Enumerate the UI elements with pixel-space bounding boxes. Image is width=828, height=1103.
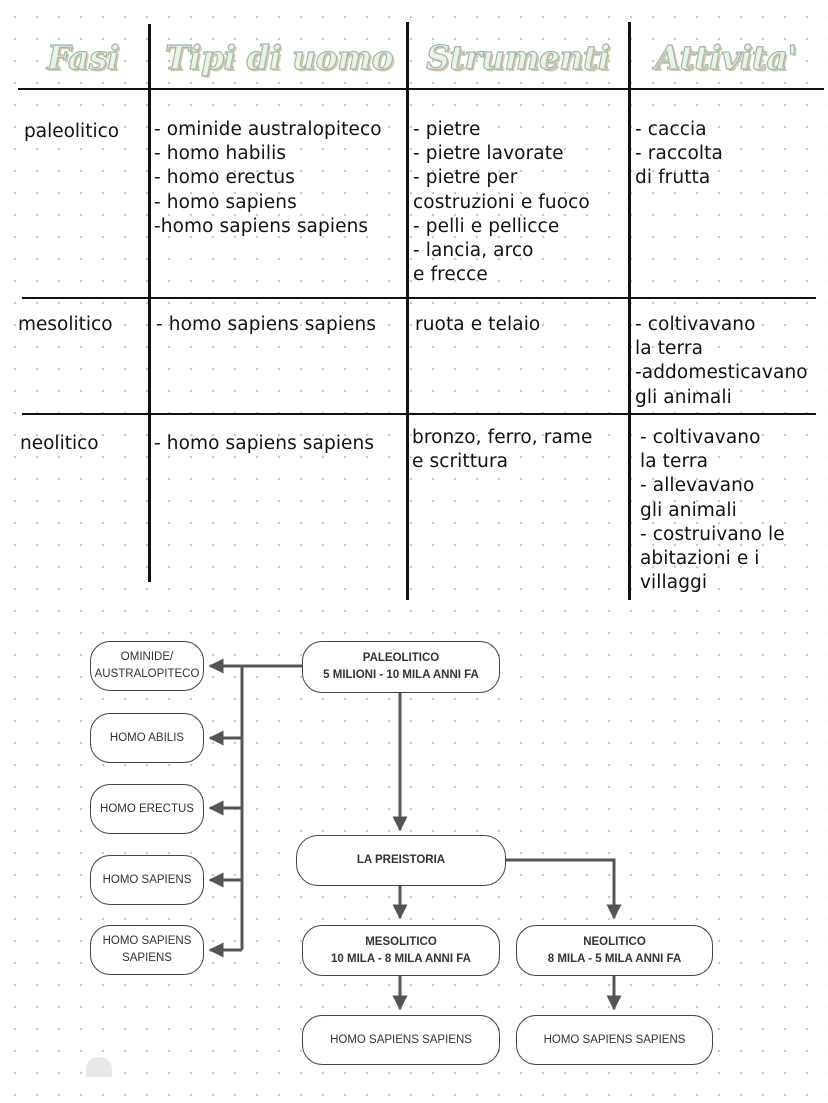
- table-divider-2: [406, 22, 409, 600]
- node-neolitico: NEOLITICO 8 MILA - 5 MILA ANNI FA: [516, 925, 713, 976]
- table-row-rule-1: [22, 297, 816, 299]
- cell-line: - homo sapiens sapiens: [154, 433, 375, 454]
- cell-line: - pietre: [413, 119, 481, 140]
- node-hss-line-1: HOMO SAPIENS: [102, 935, 192, 947]
- node-neolitico-title: NEOLITICO: [583, 935, 646, 948]
- cell-line: - homo sapiens: [154, 191, 297, 213]
- cell-line: - caccia: [635, 119, 707, 140]
- node-homo-abilis-label: HOMO ABILIS: [109, 731, 185, 744]
- node-mesolitico-title: MESOLITICO: [365, 935, 437, 948]
- cell-strumenti-mesolitico: ruota e telaio: [415, 313, 540, 337]
- cell-line: ruota e telaio: [415, 314, 541, 335]
- header-fasi: Fasi: [46, 37, 120, 77]
- node-preistoria-label: LA PREISTORIA: [356, 854, 446, 866]
- node-meso-homo-sapiens-sapiens: HOMO SAPIENS SAPIENS: [302, 1015, 500, 1065]
- node-mesolitico: MESOLITICO 10 MILA - 8 MILA ANNI FA: [302, 925, 500, 976]
- cell-strumenti-neolitico: bronzo, ferro, rame e scrittura: [412, 426, 592, 474]
- cell-line: - costruivano le: [640, 523, 785, 545]
- phase-neolitico: neolitico: [20, 433, 99, 454]
- cell-tipi-neolitico: - homo sapiens sapiens: [154, 432, 374, 456]
- cell-line: e frecce: [413, 264, 488, 286]
- cell-line: - coltivavano: [640, 427, 761, 448]
- node-paleolitico: PALEOLITICO 5 MILIONI - 10 MILA ANNI FA: [302, 641, 500, 693]
- cell-line: - allevavano: [640, 475, 755, 497]
- cell-line: villaggi: [640, 572, 708, 594]
- cell-line: la terra: [640, 451, 709, 473]
- cell-line: - coltivavano: [635, 314, 756, 335]
- cell-tipi-paleolitico: - ominide australopiteco- homo habilis- …: [154, 118, 382, 239]
- cell-line: -addomesticavano: [635, 362, 808, 384]
- cell-line: - raccolta: [635, 143, 723, 165]
- node-neo-homo-sapiens-sapiens: HOMO SAPIENS SAPIENS: [516, 1015, 713, 1065]
- node-homo-abilis: HOMO ABILIS: [90, 713, 204, 763]
- node-la-preistoria: LA PREISTORIA: [296, 835, 506, 886]
- header-tipi-di-uomo: Tipi di uomo: [164, 37, 394, 77]
- node-ominide-australopiteco: OMINIDE/ AUSTRALOPITECO: [90, 641, 204, 691]
- node-homo-sapiens: HOMO SAPIENS: [90, 855, 204, 905]
- cell-line: e scrittura: [412, 451, 509, 473]
- cell-line: gli animali: [635, 386, 732, 408]
- phase-mesolitico: mesolitico: [18, 314, 113, 335]
- cell-line: - pietre per: [413, 167, 518, 189]
- cell-line: abitazioni e i: [640, 548, 760, 570]
- cell-line: - homo habilis: [154, 143, 287, 165]
- header-strumenti: Strumenti: [426, 37, 611, 77]
- cell-line: - homo sapiens sapiens: [156, 314, 377, 335]
- node-paleolitico-dates: 5 MILIONI - 10 MILA ANNI FA: [323, 669, 479, 681]
- node-ominide-line-2: AUSTRALOPITECO: [94, 668, 200, 680]
- node-neolitico-dates: 8 MILA - 5 MILA ANNI FA: [547, 952, 682, 965]
- cell-line: - lancia, arco: [413, 240, 534, 262]
- arrow-to-neolitico: [506, 858, 622, 920]
- node-paleolitico-title: PALEOLITICO: [362, 652, 440, 664]
- node-homo-sapiens-label: HOMO SAPIENS: [102, 873, 192, 886]
- node-homo-erectus: HOMO ERECTUS: [90, 784, 204, 834]
- cell-line: - homo erectus: [154, 167, 295, 189]
- cell-tipi-mesolitico: - homo sapiens sapiens: [156, 313, 376, 337]
- node-homo-sapiens-sapiens: HOMO SAPIENS SAPIENS: [90, 925, 204, 975]
- cell-line: bronzo, ferro, rame: [412, 427, 593, 448]
- node-meso-child-label: HOMO SAPIENS SAPIENS: [330, 1033, 472, 1046]
- cell-line: - ominide australopiteco: [154, 119, 382, 140]
- node-ominide-line-1: OMINIDE/: [120, 651, 174, 663]
- node-mesolitico-dates: 10 MILA - 8 MILA ANNI FA: [331, 952, 471, 965]
- phase-paleolitico: paleolitico: [24, 121, 120, 142]
- cell-line: -homo sapiens sapiens: [154, 215, 369, 237]
- table-header-rule: [18, 88, 824, 90]
- table-row-rule-2: [22, 413, 816, 415]
- table-divider-1: [148, 24, 151, 582]
- node-hss-line-2: SAPIENS: [122, 952, 172, 964]
- cell-line: la terra: [635, 338, 704, 360]
- node-neo-child-label: HOMO SAPIENS SAPIENS: [543, 1033, 686, 1046]
- cell-line: - pelli e pellicce: [413, 215, 560, 237]
- node-homo-erectus-label: HOMO ERECTUS: [100, 802, 194, 815]
- cell-line: gli animali: [640, 499, 737, 521]
- page-corner-mark: [86, 1057, 112, 1077]
- header-attivita: Attivita': [654, 37, 798, 77]
- cell-line: costruzioni e fuoco: [413, 191, 590, 213]
- cell-line: di frutta: [635, 167, 711, 189]
- cell-line: - pietre lavorate: [413, 143, 564, 165]
- table-divider-3: [628, 22, 631, 600]
